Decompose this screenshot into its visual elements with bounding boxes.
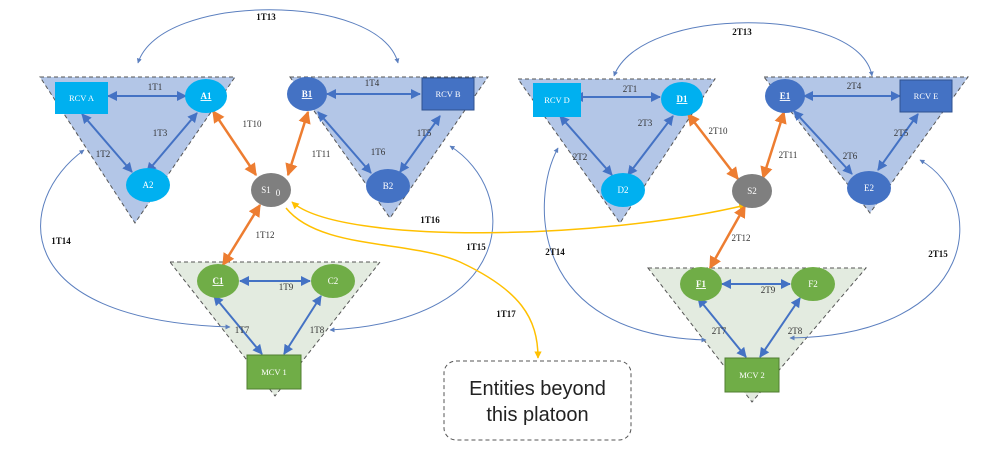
label-2t8: 2T8 bbox=[788, 326, 803, 336]
rcv-d-label: RCV D bbox=[544, 95, 570, 105]
label-1t8: 1T8 bbox=[310, 325, 325, 335]
link-1t16 bbox=[291, 201, 747, 234]
b1-node: B1 bbox=[287, 77, 327, 111]
c1-label: C1 bbox=[213, 276, 224, 286]
link-1t10 bbox=[211, 109, 258, 177]
rcv-b-label: RCV B bbox=[435, 89, 460, 99]
link-2t10 bbox=[687, 113, 739, 180]
label-1t10: 1T10 bbox=[243, 119, 262, 129]
b2-node: B2 bbox=[366, 169, 410, 203]
label-1t1: 1T1 bbox=[148, 82, 163, 92]
rcv-b-node: RCV B bbox=[421, 77, 475, 111]
label-2t2: 2T2 bbox=[573, 152, 588, 162]
link-2t12 bbox=[708, 204, 747, 270]
rcv-d-node: RCV D bbox=[533, 83, 581, 117]
rcv-e-node: RCV E bbox=[899, 79, 953, 113]
b2-label: B2 bbox=[383, 181, 394, 191]
b1-label: B1 bbox=[302, 89, 313, 99]
label-1t11: 1T11 bbox=[312, 149, 331, 159]
label-1t15: 1T15 bbox=[466, 242, 486, 252]
link-2t11 bbox=[760, 110, 787, 180]
link-1t15 bbox=[329, 145, 494, 333]
rcv-a-node: RCV A bbox=[55, 82, 108, 114]
label-2t9: 2T9 bbox=[761, 285, 776, 295]
mcv-1-label: MCV 1 bbox=[261, 367, 287, 377]
label-2t15: 2T15 bbox=[928, 249, 948, 259]
label-2t12: 2T12 bbox=[732, 233, 751, 243]
d1-node: D1 bbox=[661, 82, 703, 116]
label-2t7: 2T7 bbox=[712, 326, 727, 336]
c1-node: C1 bbox=[197, 264, 239, 298]
label-2t13: 2T13 bbox=[732, 27, 752, 37]
c2-label: C2 bbox=[328, 276, 339, 286]
link-1t14 bbox=[40, 149, 231, 330]
e2-label: E2 bbox=[864, 183, 874, 193]
e1-label: E1 bbox=[780, 91, 791, 101]
link-1t8 bbox=[283, 295, 322, 355]
label-2t11: 2T11 bbox=[779, 150, 798, 160]
link-2t14 bbox=[543, 147, 707, 343]
d2-label: D2 bbox=[618, 185, 629, 195]
s2-label: S2 bbox=[747, 186, 757, 196]
link-1t12 bbox=[221, 203, 262, 267]
label-1t17: 1T17 bbox=[496, 309, 516, 319]
callout-line-2: this platoon bbox=[486, 404, 588, 426]
e1-node: E1 bbox=[765, 79, 805, 113]
callout-line-1: Entities beyond bbox=[469, 378, 606, 400]
a2-label: A2 bbox=[143, 180, 154, 190]
label-2t5: 2T5 bbox=[894, 128, 909, 138]
d1-label: D1 bbox=[677, 94, 688, 104]
e2-node: E2 bbox=[847, 171, 891, 205]
mcv-2-label: MCV 2 bbox=[739, 370, 765, 380]
s1-subscript: 0 bbox=[276, 188, 281, 198]
label-1t3: 1T3 bbox=[153, 128, 168, 138]
label-1t14: 1T14 bbox=[51, 236, 71, 246]
rcv-a-label: RCV A bbox=[69, 93, 95, 103]
label-1t12: 1T12 bbox=[256, 230, 275, 240]
label-1t6: 1T6 bbox=[371, 147, 386, 157]
d2-node: D2 bbox=[601, 173, 645, 207]
label-2t10: 2T10 bbox=[709, 126, 728, 136]
mcv-2-node: MCV 2 bbox=[724, 357, 780, 393]
label-1t7: 1T7 bbox=[235, 325, 250, 335]
label-1t4: 1T4 bbox=[365, 78, 380, 88]
rcv-e-label: RCV E bbox=[914, 91, 939, 101]
label-1t16: 1T16 bbox=[420, 215, 440, 225]
link-1t13 bbox=[136, 9, 400, 64]
a1-label: A1 bbox=[201, 91, 212, 101]
label-2t6: 2T6 bbox=[843, 151, 858, 161]
s2-node: S2 bbox=[732, 174, 772, 208]
a2-node: A2 bbox=[126, 168, 170, 202]
label-2t14: 2T14 bbox=[545, 247, 565, 257]
f1-node: F1 bbox=[680, 267, 722, 301]
s1-node: S1 0 bbox=[251, 173, 291, 207]
label-1t2: 1T2 bbox=[96, 149, 111, 159]
link-2t15 bbox=[789, 159, 961, 341]
a1-node: A1 bbox=[185, 79, 227, 113]
f2-label: F2 bbox=[808, 279, 818, 289]
f2-node: F2 bbox=[791, 267, 835, 301]
link-2t13 bbox=[613, 22, 874, 77]
label-2t3: 2T3 bbox=[638, 118, 653, 128]
c2-node: C2 bbox=[311, 264, 355, 298]
label-2t4: 2T4 bbox=[847, 81, 862, 91]
s1-label: S1 bbox=[261, 185, 271, 195]
link-1t11 bbox=[285, 110, 311, 177]
f1-label: F1 bbox=[696, 279, 706, 289]
label-1t5: 1T5 bbox=[417, 128, 432, 138]
link-1t17 bbox=[285, 207, 542, 359]
external-entities-callout: Entities beyond this platoon bbox=[443, 360, 632, 441]
mcv-1-node: MCV 1 bbox=[246, 354, 302, 390]
label-2t1: 2T1 bbox=[623, 84, 638, 94]
label-1t13: 1T13 bbox=[256, 12, 276, 22]
label-1t9: 1T9 bbox=[279, 282, 294, 292]
